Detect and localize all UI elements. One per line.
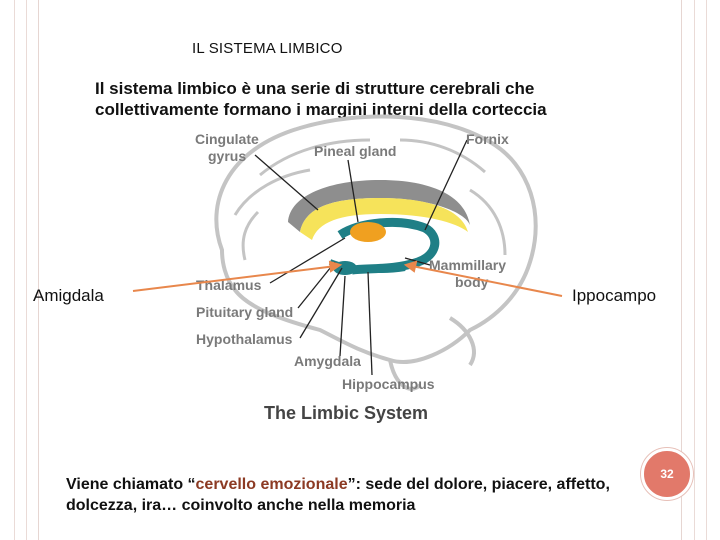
label-mammillary-line1: Mammillary	[429, 257, 506, 273]
ippocampo-label: Ippocampo	[572, 286, 656, 306]
footer-prefix: Viene chiamato “	[66, 476, 196, 493]
label-cingulate-line1: Cingulate	[195, 131, 259, 147]
label-hypothalamus: Hypothalamus	[196, 331, 293, 347]
thalamus-shape	[350, 222, 386, 242]
diagram-caption: The Limbic System	[264, 403, 428, 423]
footer-text: Viene chiamato “cervello emozionale”: se…	[66, 474, 626, 516]
label-pituitary: Pituitary gland	[196, 304, 293, 320]
footer-highlight: cervello emozionale	[196, 476, 348, 493]
label-hippocampus: Hippocampus	[342, 376, 435, 392]
label-cingulate-line2: gyrus	[208, 148, 246, 164]
label-fornix: Fornix	[466, 131, 509, 147]
label-amygdala: Amygdala	[294, 353, 361, 369]
amigdala-label: Amigdala	[33, 286, 104, 306]
label-pineal: Pineal gland	[314, 143, 396, 159]
page-number-badge: 32	[641, 448, 693, 500]
